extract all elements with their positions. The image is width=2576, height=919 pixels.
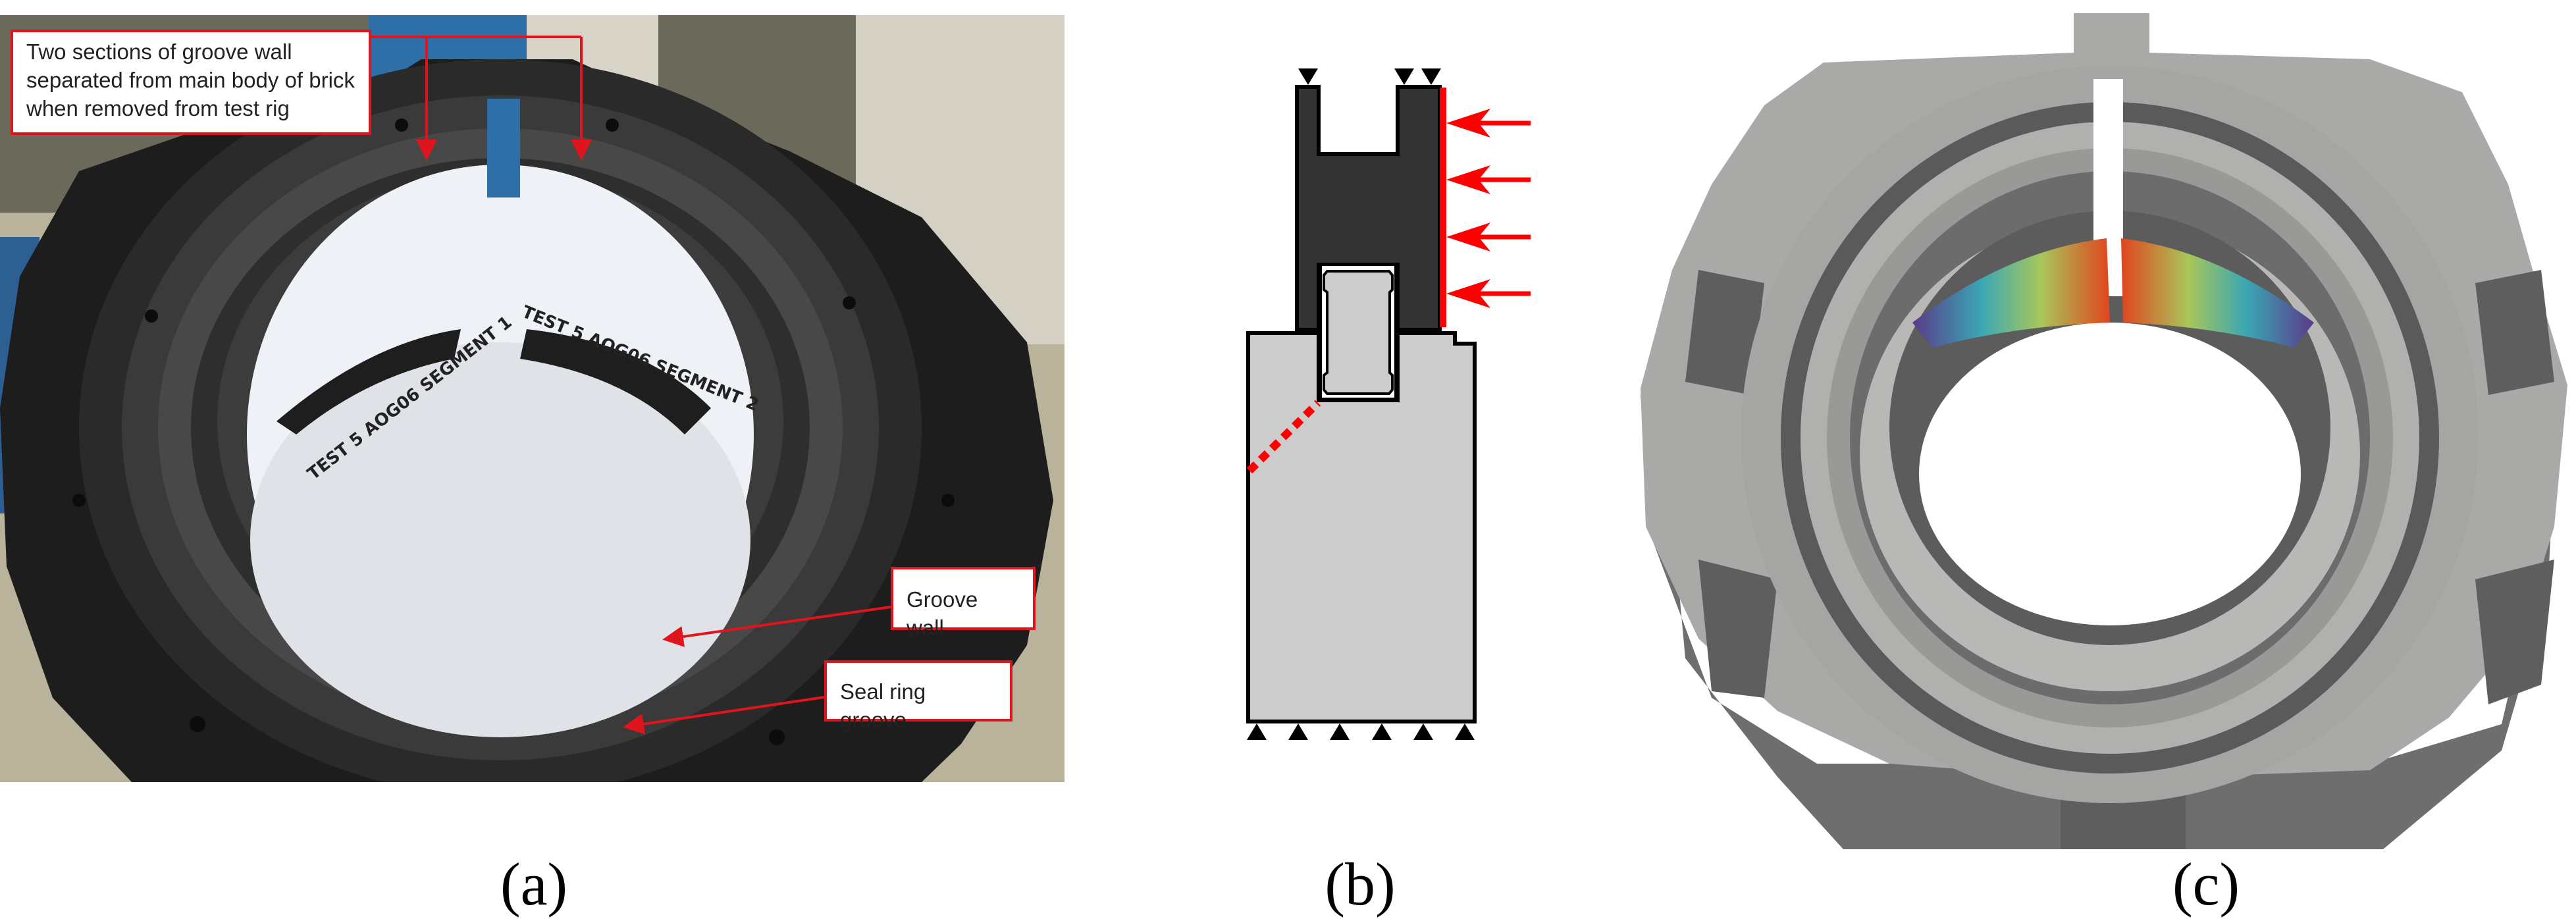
crack-path	[1246, 400, 1321, 474]
load-arrow-head	[1446, 165, 1490, 194]
fixed-support-triangle	[1330, 723, 1350, 740]
load-surface	[1440, 88, 1446, 327]
roller-support-triangle	[1298, 68, 1318, 85]
arrow-seal-ring-groove	[623, 696, 825, 735]
panel-b-schematic	[1246, 68, 1531, 740]
callout-separated-sections: Two sections of groove wall separated fr…	[11, 30, 371, 135]
callout-groove-wall: Groove wall	[891, 567, 1036, 640]
upper-brick	[1295, 85, 1442, 332]
panel-label-b: (b)	[1325, 851, 1396, 918]
photo-illustration	[0, 15, 1065, 782]
roller-support-triangle	[1394, 68, 1414, 85]
roller-support-triangle	[1421, 68, 1441, 85]
fracture-segment-right	[2121, 238, 2314, 348]
seal-ring	[1323, 270, 1394, 395]
fixed-support-triangle	[1413, 723, 1433, 740]
panel-a-photo	[0, 15, 1065, 782]
arrow-groove-wall	[662, 606, 891, 647]
panel-label-c: (c)	[2172, 851, 2240, 918]
fixed-support-triangle	[1288, 723, 1308, 740]
panel-a-annotation-arrows	[371, 36, 891, 735]
panel-label-a: (a)	[500, 851, 568, 918]
fixed-support-triangle	[1455, 723, 1475, 740]
fixed-support-triangle	[1372, 723, 1392, 740]
panel-c-model	[1641, 13, 2567, 849]
callout-seal-ring-groove: Seal ring groove	[824, 660, 1012, 732]
load-arrow-head	[1446, 223, 1490, 251]
load-arrow-head	[1446, 279, 1490, 308]
fracture-segment-left	[1912, 238, 2110, 348]
fixed-support-triangle	[1247, 723, 1267, 740]
lower-brick	[1246, 331, 1477, 723]
load-arrow-head	[1446, 109, 1490, 138]
